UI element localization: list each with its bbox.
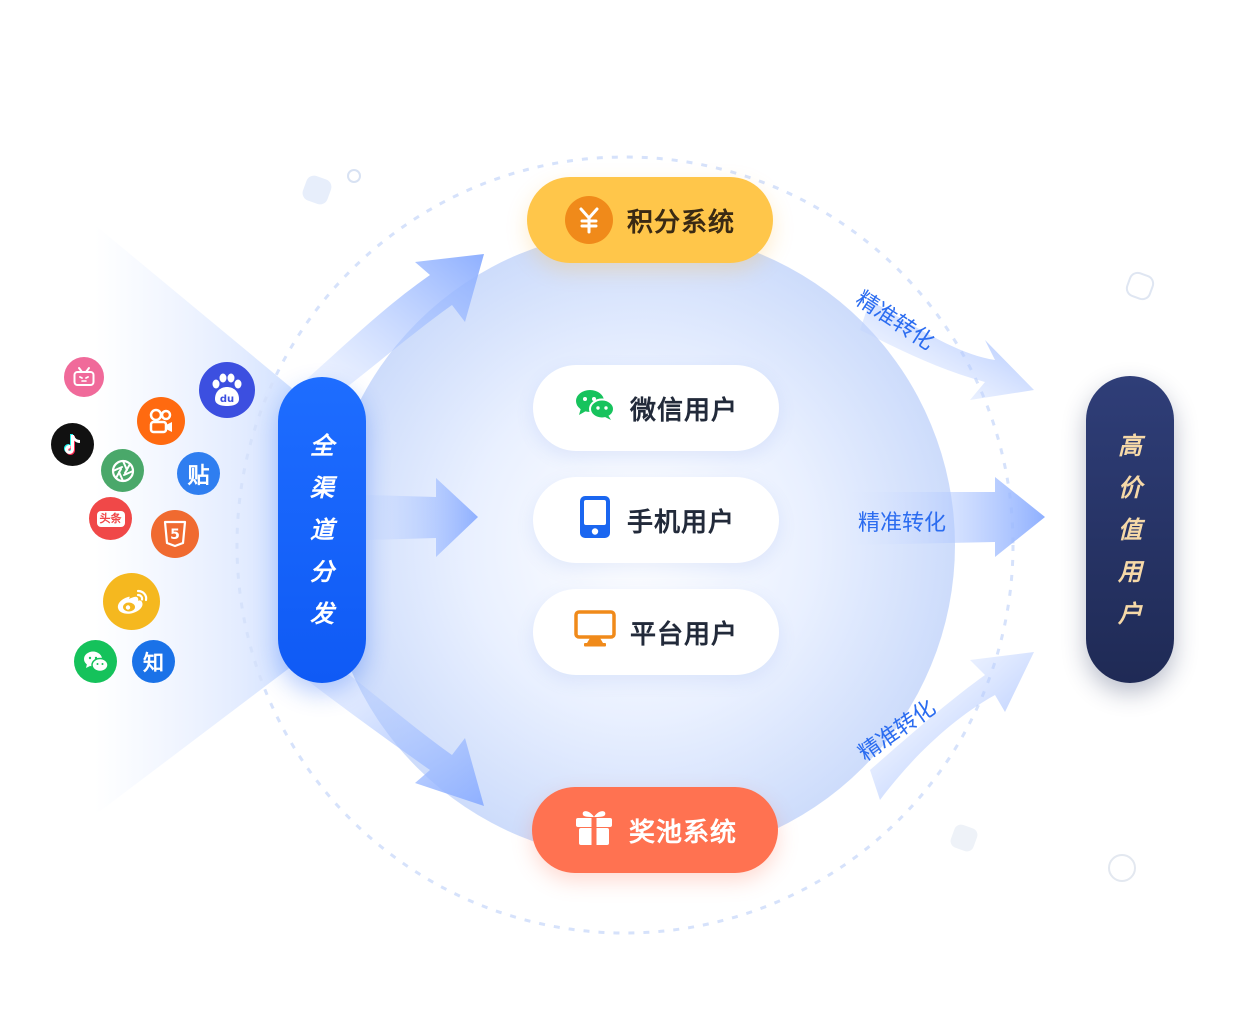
gift-icon [573, 807, 615, 854]
wechat-icon [574, 388, 616, 429]
points-system-label: 积分系统 [626, 207, 735, 238]
deco-square [950, 824, 978, 852]
platform-users-pill: 平台用户 [533, 589, 779, 675]
aperture-icon [101, 449, 144, 492]
baidu-du-text: du [220, 394, 234, 405]
arrow-conversion-top [860, 300, 1034, 400]
html5-shield-icon: 5 [151, 510, 199, 558]
prize-system-pill: 奖池系统 [532, 787, 778, 873]
arrow-conversion-middle [850, 477, 1045, 557]
dashed-ring [235, 155, 1015, 935]
mobile-users-pill: 手机用户 [533, 477, 779, 563]
zhihu-icon: 知 [132, 640, 175, 683]
arrow-to-users [366, 478, 478, 557]
bar-char: 价 [1118, 473, 1142, 502]
bar-char: 户 [1118, 599, 1142, 628]
bar-char: 发 [310, 600, 334, 628]
points-system-pill: 积分系统 [527, 177, 773, 263]
arrow-to-prize [300, 660, 484, 806]
bar-char: 用 [1118, 557, 1142, 586]
high-value-users-bar: 高 价 值 用 户 [1086, 376, 1174, 683]
channel-distribution-bar: 全 渠 道 分 发 [278, 377, 366, 683]
html5-five-text: 5 [170, 527, 180, 543]
bar-char: 值 [1118, 515, 1142, 544]
bar-char: 全 [310, 432, 334, 460]
bar-char: 道 [310, 516, 334, 544]
weibo-icon [103, 573, 160, 630]
mobile-phone-icon [577, 495, 613, 546]
tieba-icon: 贴 [177, 452, 220, 495]
monitor-icon [574, 609, 616, 655]
arrow-to-points [300, 254, 484, 400]
mobile-users-label: 手机用户 [626, 507, 735, 538]
arrow-conversion-bottom [870, 652, 1034, 800]
deco-ring [347, 169, 361, 183]
deco-ring [1108, 854, 1136, 882]
wechat-channel-icon [74, 640, 117, 683]
bar-char: 高 [1118, 431, 1142, 460]
bar-char: 渠 [310, 474, 334, 502]
wechat-users-pill: 微信用户 [533, 365, 779, 451]
kuaishou-camera-icon [137, 397, 185, 445]
bilibili-tv-icon [64, 357, 104, 397]
prize-system-label: 奖池系统 [628, 817, 737, 848]
deco-square [302, 175, 332, 205]
deco-square-outline [1125, 271, 1155, 301]
conversion-label-middle: 精准转化 [858, 511, 947, 536]
platform-users-label: 平台用户 [629, 619, 738, 650]
toutiao-icon: 头条 [89, 497, 132, 540]
wechat-users-label: 微信用户 [629, 395, 738, 426]
yen-coin-icon [564, 196, 613, 244]
toutiao-label: 头条 [96, 510, 125, 527]
bar-char: 分 [310, 558, 334, 586]
tiktok-note-icon [51, 423, 94, 466]
baidu-paw-icon: du [199, 362, 255, 418]
